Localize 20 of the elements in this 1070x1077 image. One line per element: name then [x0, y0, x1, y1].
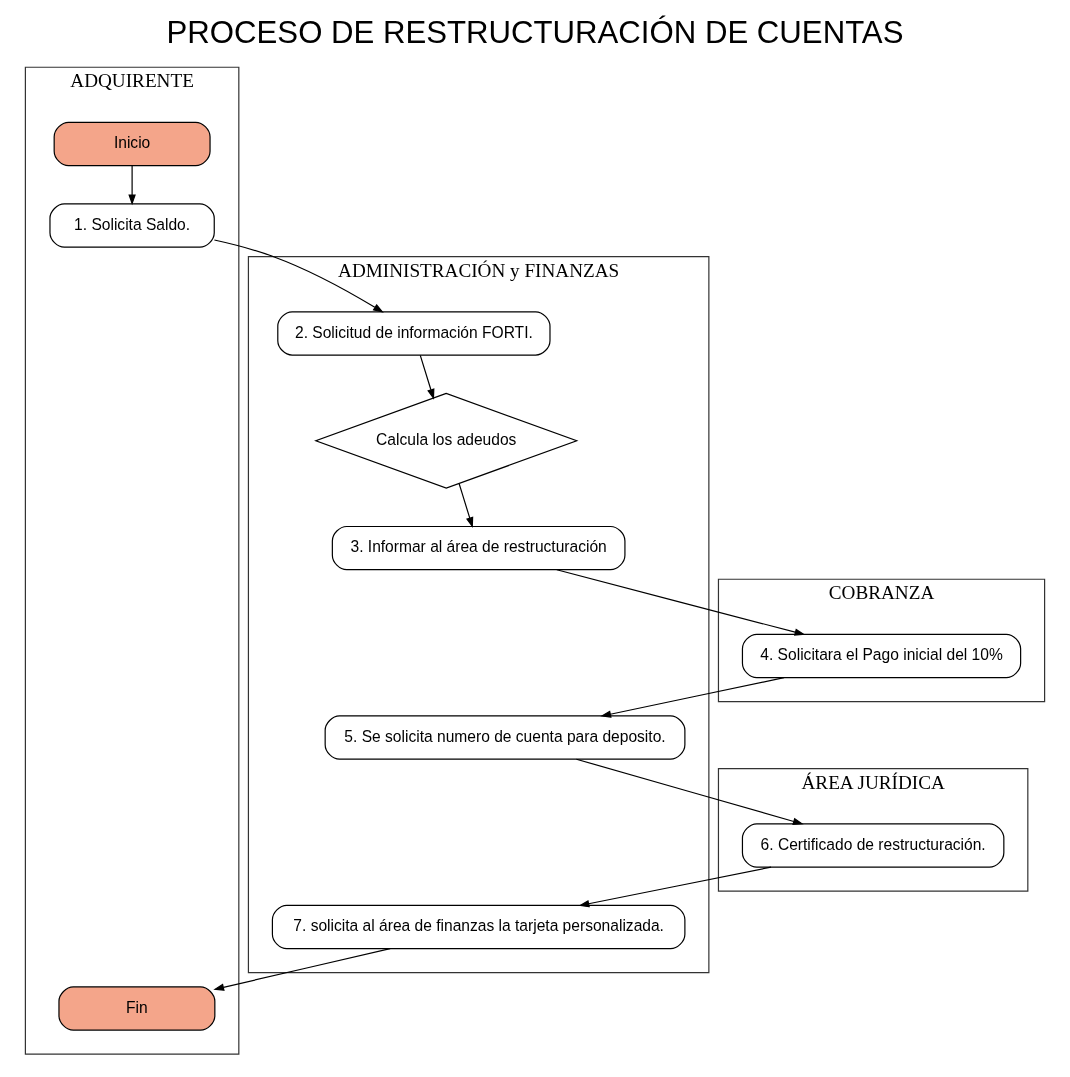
node-box: Inicio [53, 121, 211, 167]
node-box: 1. Solicita Saldo. [49, 203, 215, 248]
node-box: Fin [58, 986, 216, 1031]
node-box: 5. Se solicita numero de cuenta para deposito. [324, 715, 686, 760]
node-box: 3. Informar al área de restructuración [331, 525, 626, 571]
arrow [600, 677, 785, 718]
node-box: 2. Solicitud de información FORTI. [277, 311, 551, 356]
node-box: 7. solicita al área de finanzas la tarjeta personalizada. [271, 904, 686, 950]
arrow [556, 569, 806, 636]
arrow [419, 354, 435, 400]
node-diamond: Calcula los adeudos [314, 392, 579, 489]
diagram-title: PROCESO DE RESTRUCTURACIÓN DE CUENTAS [166, 15, 904, 51]
arrow [575, 758, 804, 825]
node-box: 4. Solicitara el Pago inicial del 10% [741, 633, 1022, 679]
arrow [213, 239, 384, 313]
arrow [578, 866, 772, 908]
arrow [458, 483, 474, 529]
node-box: 6. Certificado de restructuración. [741, 823, 1005, 868]
arrow [213, 948, 391, 991]
arrow [128, 165, 136, 206]
